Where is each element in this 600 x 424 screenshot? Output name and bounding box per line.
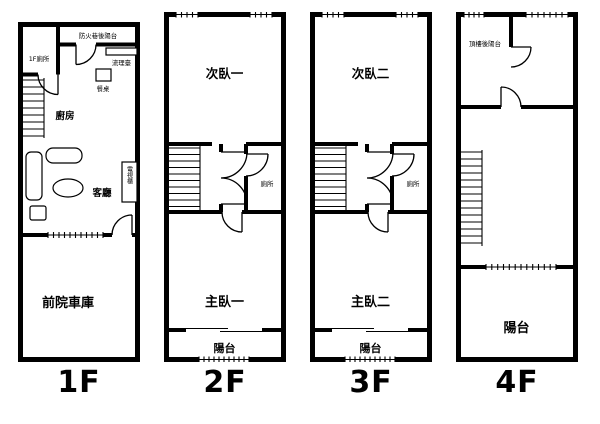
tv-cabinet — [121, 161, 138, 203]
floor-label-4f: 4F — [495, 365, 539, 400]
floor-label-3f: 3F — [349, 365, 393, 400]
floor-panel-4f: 頂樓後陽台 陽台 4F — [456, 12, 578, 400]
window — [175, 12, 199, 18]
floor-label-2f: 2F — [203, 365, 247, 400]
tv-cabinet-label: 電視櫃 — [126, 166, 133, 185]
window — [525, 12, 569, 18]
stairs — [314, 146, 347, 210]
floorplan-3f: 次臥二 廁所 主臥二 陽台 — [310, 12, 432, 362]
coffee-table — [52, 178, 84, 198]
window — [344, 356, 396, 362]
bedroom-label: 次臥一 — [206, 66, 244, 81]
living-room-label: 客廳 — [91, 187, 112, 199]
outer-wall — [456, 12, 578, 362]
toilet-label: 廁所 — [407, 179, 420, 188]
toilet-door-arc — [37, 74, 59, 96]
master-label: 主臥二 — [351, 294, 390, 310]
stairs — [460, 150, 483, 246]
window — [463, 12, 485, 18]
window — [395, 12, 419, 18]
floorplan-2f: 次臥一 廁所 主臥一 陽台 — [164, 12, 286, 362]
toilet-door-arc — [391, 153, 415, 177]
double-door-arcs — [220, 151, 248, 205]
sink-label: 流理臺 — [112, 58, 132, 67]
stairs — [22, 78, 45, 138]
floorplan-4f: 頂樓後陽台 陽台 — [456, 12, 578, 362]
garage-label: 前院車庫 — [42, 295, 94, 311]
window — [485, 264, 557, 270]
floor-panel-3f: 次臥二 廁所 主臥二 陽台 3F — [310, 12, 432, 400]
balcony-label: 陽台 — [360, 341, 382, 355]
toilet-label: 廁所 — [261, 179, 274, 188]
sliding-door — [332, 327, 408, 333]
bedroom-label: 次臥二 — [352, 66, 390, 81]
window — [249, 12, 273, 18]
balcony-label: 陽台 — [503, 320, 529, 336]
master-door-arc — [367, 211, 389, 233]
double-door-arcs — [366, 151, 394, 205]
toilet-label: 1F廁所 — [29, 54, 50, 63]
sink-counter — [105, 47, 138, 56]
sofa-set — [25, 147, 84, 221]
back-balcony-door-arc — [75, 44, 97, 66]
floor-label-1f: 1F — [57, 365, 101, 400]
roof-balcony-label: 頂樓後陽台 — [469, 39, 501, 48]
window — [321, 12, 345, 18]
stairs — [168, 146, 201, 210]
window — [198, 356, 250, 362]
master-door-arc — [221, 211, 243, 233]
dining-table-label: 餐桌 — [97, 84, 110, 93]
floorplan-1f: 防火巷後陽台 1F廁所 流理臺 餐桌 廚房 客廳 電視櫃 — [18, 22, 140, 362]
dining-table — [95, 68, 112, 82]
floor-panel-1f: 防火巷後陽台 1F廁所 流理臺 餐桌 廚房 客廳 電視櫃 — [18, 12, 140, 400]
floorplan-page: 防火巷後陽台 1F廁所 流理臺 餐桌 廚房 客廳 電視櫃 — [18, 12, 578, 400]
master-label: 主臥一 — [205, 294, 244, 310]
toilet-door-arc — [245, 153, 269, 177]
window — [47, 232, 104, 238]
roof-door-arc — [510, 46, 532, 68]
hall-walls — [166, 142, 284, 212]
floor-panel-2f: 次臥一 廁所 主臥一 陽台 2F — [164, 12, 286, 400]
toilet-walls — [20, 26, 60, 77]
kitchen-label: 廚房 — [55, 110, 74, 122]
back-balcony-label: 防火巷後陽台 — [79, 31, 117, 40]
stair-hall-door-arc — [500, 86, 522, 108]
hall-walls — [312, 142, 430, 212]
balcony-label: 陽台 — [214, 341, 236, 355]
sliding-door — [186, 327, 262, 333]
side-table — [29, 205, 47, 221]
garage-door-arc — [111, 214, 133, 236]
